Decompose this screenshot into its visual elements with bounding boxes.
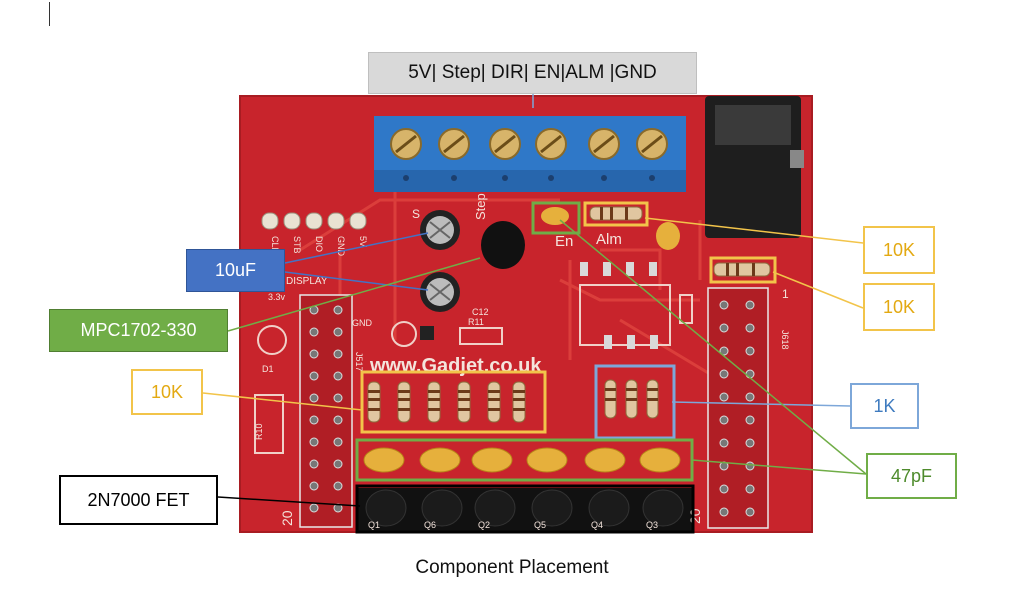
ic-outline [579,284,671,346]
fet-label: Q1 [368,520,380,530]
callout-10k-mid: 10K [863,283,935,331]
fet-label: Q2 [478,520,490,530]
figure-caption: Component Placement [415,557,609,578]
leader-lines [202,92,867,507]
resistor-bands-left [368,390,525,411]
highlight-47pf-en [531,201,581,235]
callout-regulator: MPC1702-330 [49,309,228,352]
fet-label: Q6 [424,520,436,530]
callout-47pf: 47pF [866,453,957,499]
fet-label: Q3 [646,520,658,530]
silk-d1: D1 [262,364,274,374]
silk-alm: Alm [596,231,622,248]
silk-s: S [412,207,420,221]
silk-j618: J618 [780,330,790,350]
silk-stb: STB [292,236,302,254]
fet-packages [365,489,684,527]
resistor-bands-1k [605,388,658,401]
misc-outlines [254,321,503,454]
silk-en: En [555,233,573,250]
callout-10k-top: 10K [863,226,935,274]
silk-website: www.Gadjet.co.uk [369,355,542,377]
silk-step: Step [473,193,488,220]
silk-j517: J517 [354,352,364,372]
fet-label: Q4 [591,520,603,530]
fet-label: Q5 [534,520,546,530]
silk-r10: R10 [254,423,264,440]
callout-fet: 2N7000 FET [59,475,218,525]
silk-20-left: 20 [279,510,295,526]
silk-1: 1 [782,287,789,301]
silk-r11: R11 [468,317,484,327]
pin-header-label: 5V| Step| DIR| EN|ALM |GND [368,52,697,94]
silk-20-right: 20 [687,508,703,524]
callout-10k-left: 10K [131,369,203,415]
silk-gnd: GND [352,318,373,328]
terminal-block [374,116,686,192]
dc-jack [705,96,804,238]
right-header-j618 [707,287,769,529]
left-header-j517 [299,294,353,528]
silk-c12: C12 [472,307,489,317]
silk-gnd2: GND [336,236,346,257]
ceramic-cap-en [541,207,569,225]
small-capacitor [679,294,693,324]
silk-display: DISPLAY [286,276,328,287]
fet-row-background [358,488,692,532]
ceramic-caps-row [363,447,681,473]
highlight-10k-top [583,201,649,227]
display-header-pads [261,212,367,230]
left-header-pins [309,305,343,513]
electrolytic-capacitors [420,210,460,312]
highlight-fet [355,484,695,534]
ic-pads [580,262,658,349]
silk-clk: CLK [270,236,280,254]
ceramic-cap-jack [656,222,680,250]
highlight-10k-left [360,370,547,434]
fet-labels: Q1 Q6 Q2 Q5 Q4 Q3 [368,520,658,530]
silk-5v: 5V [358,236,368,247]
callout-10uf: 10uF [186,249,285,292]
text-cursor [49,2,50,26]
silk-dio: DIO [314,236,324,252]
pcb-traces [299,190,721,382]
highlight-10k-mid [709,256,777,284]
callout-1k: 1K [850,383,919,429]
regulator-package [481,221,525,269]
silk-3v3: 3.3v [268,292,286,302]
